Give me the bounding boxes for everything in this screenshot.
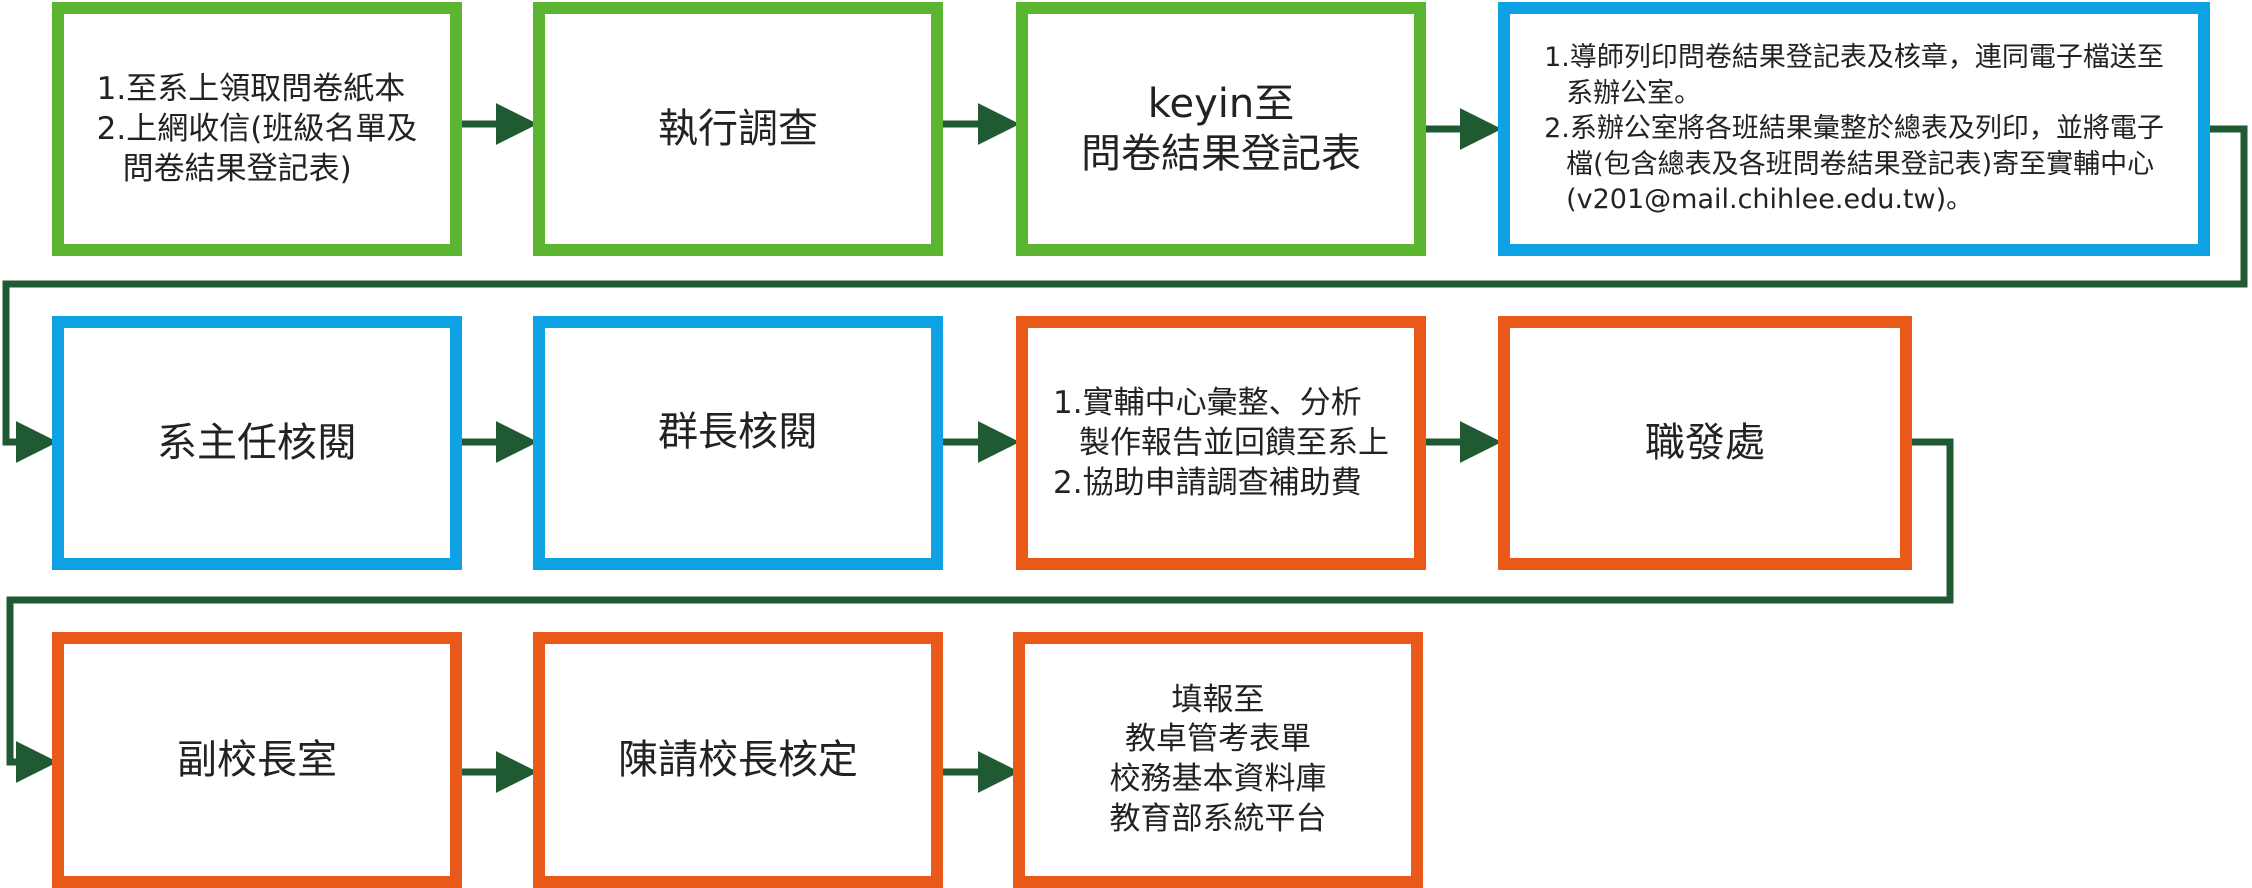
step-9-box: 副校長室 xyxy=(52,632,462,888)
step-7-line-2: 製作報告並回饋至系上 xyxy=(1079,424,1389,461)
step-5-text: 系主任核閱 xyxy=(157,418,357,468)
step-7-text: 1.實輔中心彙整、分析 製作報告並回饋至系上 2.協助申請調查補助費 xyxy=(1053,383,1389,504)
step-11-line-4: 教育部系統平台 xyxy=(1109,800,1327,837)
step-1-line-3: 問卷結果登記表) xyxy=(122,151,352,188)
step-2-line-1: 執行調查 xyxy=(658,106,818,152)
step-11-line-1: 填報至 xyxy=(1171,681,1265,718)
step-10-text: 陳請校長核定 xyxy=(618,735,858,785)
step-8-text: 職發處 xyxy=(1645,418,1765,468)
step-6-line-1: 群長核閱 xyxy=(658,409,818,455)
step-4-box: 1.導師列印問卷結果登記表及核章，連同電子檔送至 系辦公室。 2.系辦公室將各班… xyxy=(1498,2,2210,256)
step-4-line-1: 1.導師列印問卷結果登記表及核章，連同電子檔送至 xyxy=(1544,41,2164,73)
step-4-line-5: (v201@mail.chihlee.edu.tw)。 xyxy=(1566,184,1974,216)
step-1-line-2: 2.上網收信(班級名單及 xyxy=(96,110,418,147)
step-10-line-1: 陳請校長核定 xyxy=(618,737,858,783)
step-7-line-3: 2.協助申請調查補助費 xyxy=(1053,465,1362,502)
step-2-text: 執行調查 xyxy=(658,104,818,154)
step-7-box: 1.實輔中心彙整、分析 製作報告並回饋至系上 2.協助申請調查補助費 xyxy=(1016,316,1426,570)
step-4-line-3: 2.系辦公室將各班結果彙整於總表及列印，並將電子 xyxy=(1544,113,2164,145)
arrow-s4-s5 xyxy=(2,125,2248,463)
step-5-line-1: 系主任核閱 xyxy=(157,420,357,466)
step-8-box: 職發處 xyxy=(1498,316,1912,570)
step-1-text: 1.至系上領取問卷紙本 2.上網收信(班級名單及 問卷結果登記表) xyxy=(97,69,418,190)
step-11-line-3: 校務基本資料庫 xyxy=(1109,761,1327,797)
step-11-text: 填報至 教卓管考表單 校務基本資料庫 教育部系統平台 xyxy=(1110,681,1327,840)
step-6-box: 群長核閱 xyxy=(533,316,943,570)
step-1-line-1: 1.至系上領取問卷紙本 xyxy=(96,70,406,107)
step-3-line-2: 問卷結果登記表 xyxy=(1081,131,1361,177)
step-4-line-2: 系辦公室。 xyxy=(1566,77,1702,109)
step-6-text: 群長核閱 xyxy=(658,407,818,457)
step-3-text: keyin至 問卷結果登記表 xyxy=(1081,79,1361,179)
step-7-line-1: 1.實輔中心彙整、分析 xyxy=(1053,384,1362,421)
step-8-line-1: 職發處 xyxy=(1645,420,1765,466)
step-4-text: 1.導師列印問卷結果登記表及核章，連同電子檔送至 系辦公室。 2.系辦公室將各班… xyxy=(1544,40,2164,218)
step-4-line-4: 檔(包含總表及各班問卷結果登記表)寄至實輔中心 xyxy=(1566,148,2155,180)
step-11-box: 填報至 教卓管考表單 校務基本資料庫 教育部系統平台 xyxy=(1013,632,1423,888)
arrow-s8-s9 xyxy=(6,438,1954,783)
step-5-box: 系主任核閱 xyxy=(52,316,462,570)
step-1-box: 1.至系上領取問卷紙本 2.上網收信(班級名單及 問卷結果登記表) xyxy=(52,2,462,256)
step-9-text: 副校長室 xyxy=(177,735,337,785)
step-2-box: 執行調查 xyxy=(533,2,943,256)
step-9-line-1: 副校長室 xyxy=(177,737,337,783)
step-11-line-2: 教卓管考表單 xyxy=(1125,721,1311,758)
step-3-line-1: keyin至 xyxy=(1147,81,1295,127)
step-10-box: 陳請校長核定 xyxy=(533,632,943,888)
step-3-box: keyin至 問卷結果登記表 xyxy=(1016,2,1426,256)
